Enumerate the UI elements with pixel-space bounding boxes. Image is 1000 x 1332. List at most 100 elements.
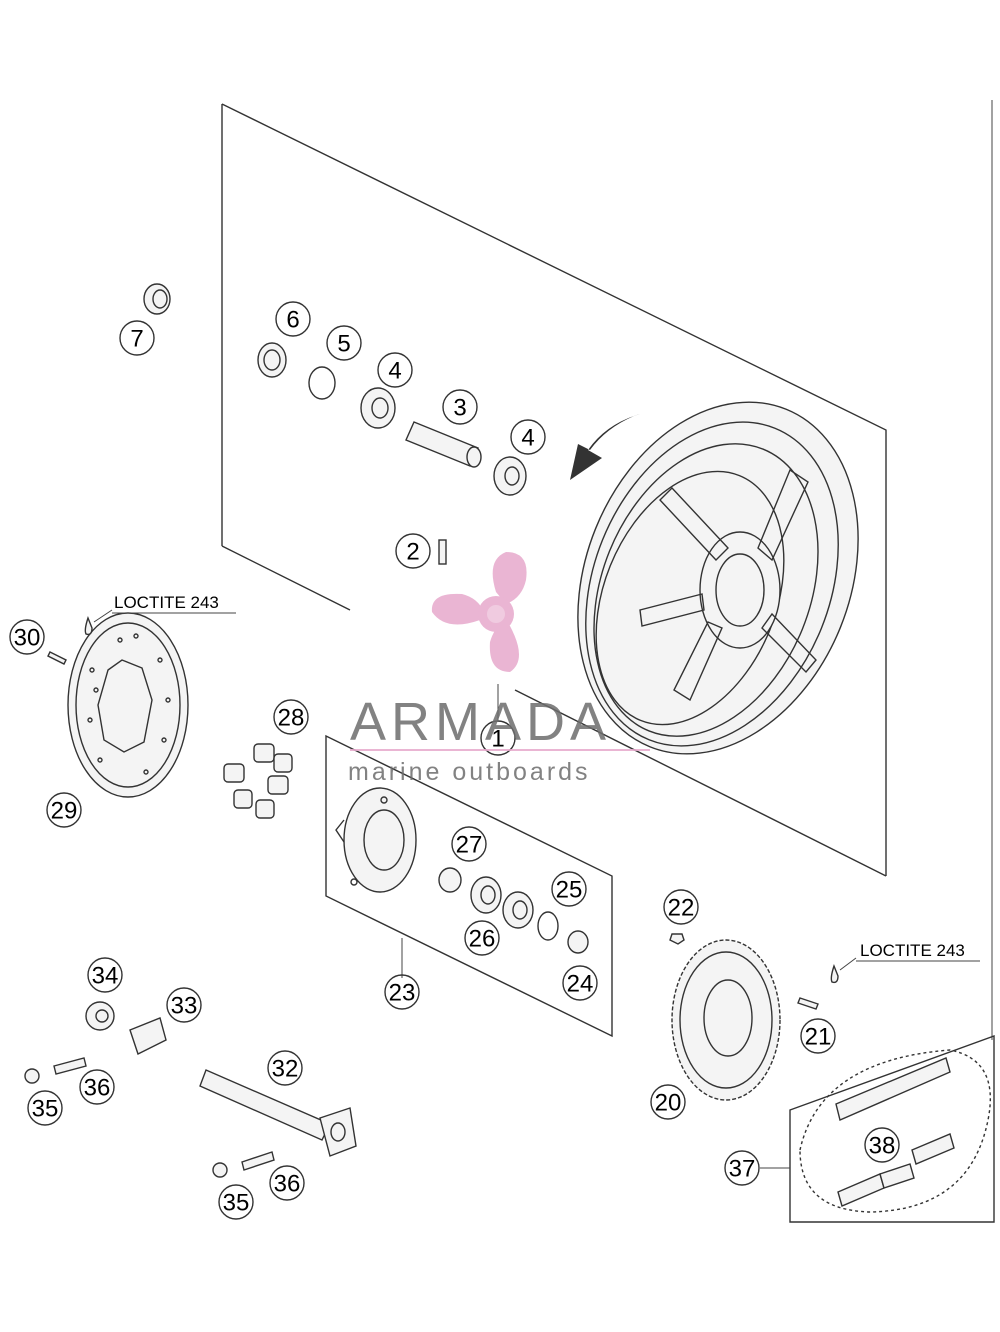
callout-26: 26: [464, 920, 500, 956]
svg-text:3: 3: [453, 395, 466, 422]
part-36-adjust-screw-left: [53, 1057, 87, 1075]
svg-text:37: 37: [729, 1156, 756, 1183]
part-35-nut-left: [24, 1068, 40, 1084]
callout-29: 29: [46, 792, 82, 828]
svg-text:1: 1: [491, 726, 504, 753]
watermark-title: ARMADA: [350, 692, 611, 752]
loctite-drop-right: [830, 963, 839, 984]
svg-text:4: 4: [521, 425, 534, 452]
svg-text:33: 33: [171, 993, 198, 1020]
svg-text:25: 25: [556, 877, 583, 904]
callout-30: 30: [9, 619, 45, 655]
callout-22: 22: [663, 889, 699, 925]
watermark-propeller-icon: [431, 552, 527, 672]
svg-text:20: 20: [655, 1090, 682, 1117]
svg-text:2: 2: [406, 539, 419, 566]
part-21-screw: [797, 997, 819, 1010]
rear-wheel: [577, 401, 859, 755]
svg-text:36: 36: [84, 1075, 111, 1102]
wheel-assembly-panel: [221, 103, 887, 877]
svg-text:21: 21: [805, 1024, 832, 1051]
svg-text:5: 5: [337, 331, 350, 358]
callout-37: 37: [724, 1150, 760, 1186]
part-2-valve: [438, 539, 447, 565]
svg-text:23: 23: [389, 980, 416, 1007]
svg-text:30: 30: [14, 625, 41, 652]
callout-6: 6: [275, 301, 311, 337]
part-22-nut: [669, 933, 685, 945]
rotation-arrow: [570, 414, 640, 480]
part-27-spacer: [438, 867, 462, 893]
part-20-sprocket: [671, 939, 781, 1101]
callout-25: 25: [551, 871, 587, 907]
callout-4-right: 4: [510, 419, 546, 455]
part-24-spacer: [567, 930, 589, 954]
loctite-leader-left: [93, 609, 113, 623]
chain-panel: [789, 1035, 995, 1223]
callout-3: 3: [442, 389, 478, 425]
callout-21: 21: [800, 1018, 836, 1054]
callout-28: 28: [273, 699, 309, 735]
svg-text:27: 27: [456, 832, 483, 859]
part-38-chain-link: [879, 1163, 915, 1189]
svg-text:24: 24: [567, 971, 594, 998]
svg-text:36: 36: [274, 1171, 301, 1198]
svg-text:34: 34: [92, 963, 119, 990]
part-34-nut: [85, 1001, 115, 1031]
part-4-bearing-left: [360, 387, 396, 429]
callout-32: 32: [267, 1050, 303, 1086]
part-3-spacer-tube: [405, 421, 482, 468]
hub-assembly-panel: [325, 734, 613, 1038]
part-5-circlip: [308, 366, 336, 400]
svg-text:29: 29: [51, 798, 78, 825]
part-4-bearing-right: [493, 456, 527, 496]
loctite-note-left: LOCTITE 243: [114, 593, 219, 612]
svg-text:26: 26: [469, 926, 496, 953]
loctite-drop-left: [84, 615, 93, 636]
callout-35-right: 35: [218, 1184, 254, 1220]
callout-34: 34: [87, 957, 123, 993]
svg-text:35: 35: [32, 1096, 59, 1123]
svg-text:6: 6: [286, 307, 299, 334]
svg-text:32: 32: [272, 1056, 299, 1083]
part-36-adjust-screw-right: [241, 1151, 275, 1171]
callout-20: 20: [650, 1084, 686, 1120]
part-37-chain: [799, 1049, 992, 1213]
svg-text:7: 7: [130, 326, 143, 353]
callout-4-left: 4: [377, 352, 413, 388]
part-6-seal: [257, 342, 287, 378]
callout-24: 24: [562, 965, 598, 1001]
part-25-circlip: [537, 911, 559, 941]
callout-38: 38: [864, 1127, 900, 1163]
callout-23: 23: [384, 974, 420, 1010]
part-35-nut-right: [212, 1162, 228, 1178]
svg-text:4: 4: [388, 358, 401, 385]
part-30-screw: [47, 651, 67, 665]
callout-27: 27: [451, 826, 487, 862]
part-29-brake-disc: [67, 612, 189, 798]
svg-text:38: 38: [869, 1133, 896, 1160]
callout-36-right: 36: [269, 1165, 305, 1201]
callout-35-left: 35: [27, 1090, 63, 1126]
part-7-seal: [143, 283, 171, 315]
part-bearing-hub: [502, 891, 534, 929]
loctite-leader-right: [839, 957, 857, 971]
part-hub-carrier: [335, 787, 417, 893]
callout-1: 1: [480, 720, 516, 756]
part-32-axle: [199, 1069, 357, 1157]
svg-text:35: 35: [223, 1190, 250, 1217]
watermark-subtitle: marine outboards: [348, 758, 591, 786]
svg-text:28: 28: [278, 705, 305, 732]
part-26-seal: [470, 876, 502, 914]
callout-33: 33: [166, 987, 202, 1023]
watermark: ARMADA marine outboards: [348, 552, 650, 786]
callout-5: 5: [326, 325, 362, 361]
callout-7: 7: [119, 320, 155, 356]
part-33-chain-adjuster: [129, 1017, 167, 1055]
callout-36-left: 36: [79, 1069, 115, 1105]
loctite-note-right: LOCTITE 243: [860, 941, 965, 960]
part-28-damper-rubbers: [223, 743, 293, 819]
callout-2: 2: [395, 533, 431, 569]
svg-text:22: 22: [668, 895, 695, 922]
